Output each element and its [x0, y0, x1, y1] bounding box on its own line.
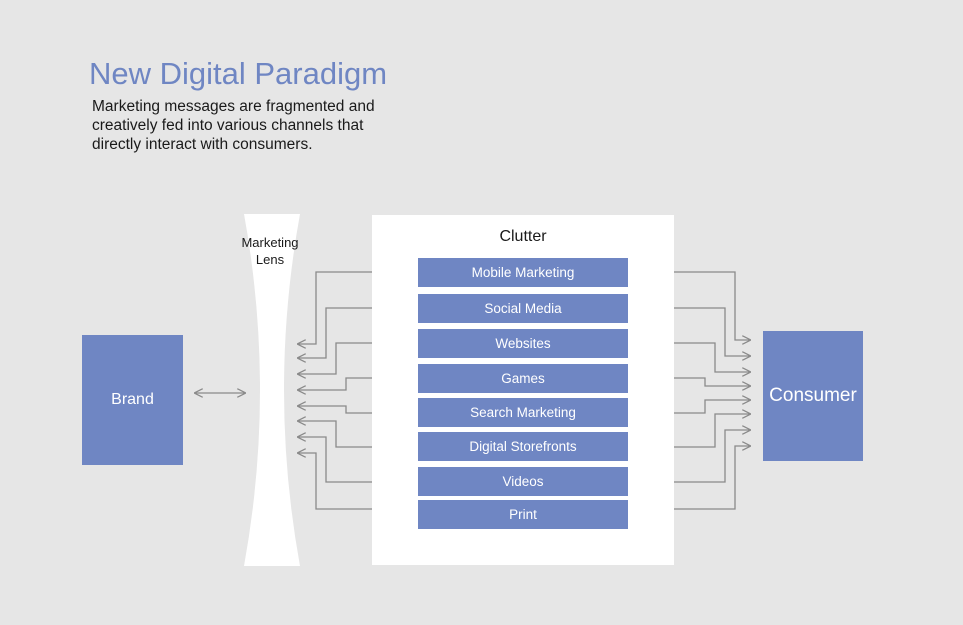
channel-websites: Websites [418, 329, 628, 358]
lens-label: Marketing Lens [230, 234, 310, 268]
channel-mobile-marketing: Mobile Marketing [418, 258, 628, 287]
description-line: Marketing messages are fragmented and [92, 98, 375, 115]
brand-box: Brand [82, 335, 183, 465]
lens-channel-arrow [298, 453, 398, 509]
description: Marketing messages are fragmented and cr… [92, 97, 412, 154]
channel-games: Games [418, 364, 628, 393]
marketing-lens [244, 214, 300, 566]
lens-label-line: Lens [255, 252, 285, 267]
clutter-label: Clutter [499, 228, 547, 245]
channel-search-marketing: Search Marketing [418, 398, 628, 427]
channel-consumer-arrow [654, 343, 750, 372]
brand-label: Brand [111, 391, 154, 408]
channel-consumer-arrow [654, 446, 750, 509]
consumer-label: Consumer [769, 385, 857, 406]
channel-print: Print [418, 500, 628, 529]
channel-consumer-arrow [654, 378, 750, 386]
page-title: New Digital Paradigm [89, 56, 388, 91]
lens-label-line: Marketing [241, 235, 299, 250]
description-line: directly interact with consumers. [92, 136, 313, 153]
description-line: creatively fed into various channels tha… [92, 117, 364, 134]
channel-digital-storefronts: Digital Storefronts [418, 432, 628, 461]
channel-videos: Videos [418, 467, 628, 496]
consumer-box: Consumer [763, 331, 863, 461]
channel-social-media: Social Media [418, 294, 628, 323]
